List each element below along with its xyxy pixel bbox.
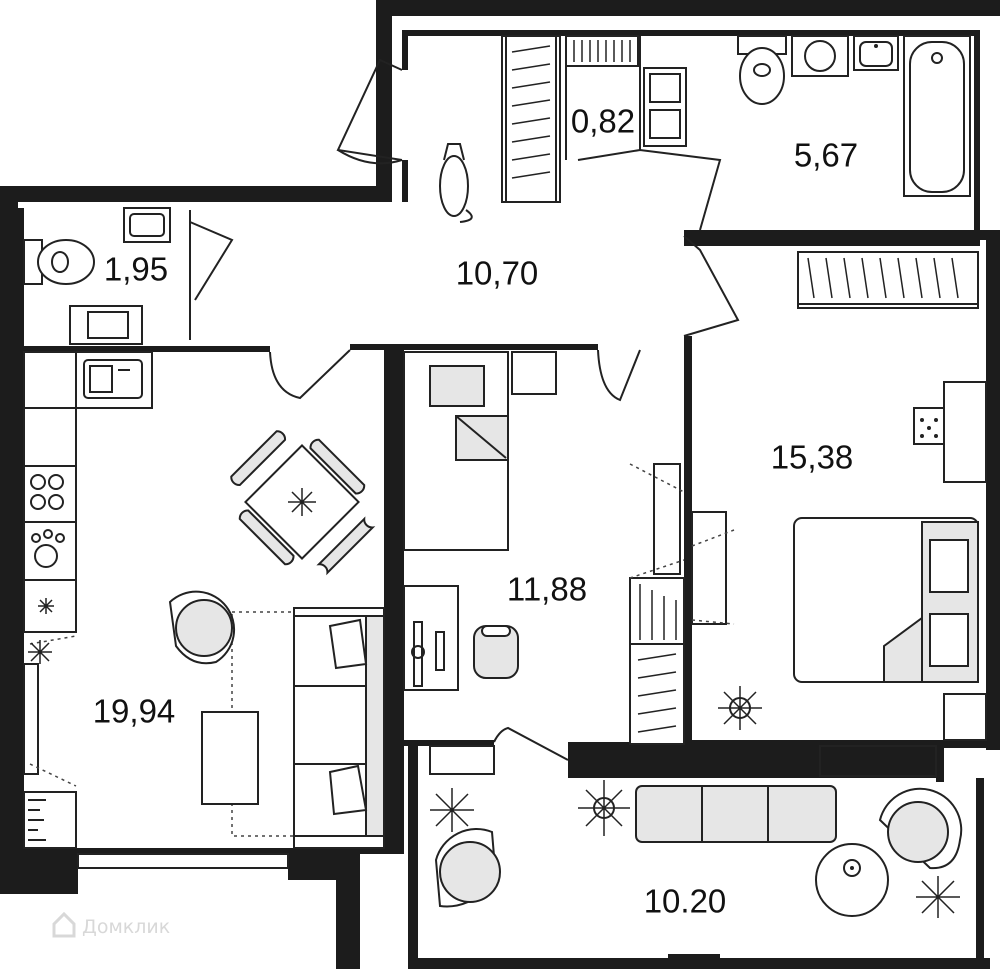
balcony-plant-right-icon — [916, 876, 960, 918]
living-sofa — [231, 607, 385, 849]
hall-wardrobe — [501, 35, 561, 203]
wc-sink-icon — [123, 207, 171, 243]
round-table-icon — [815, 843, 889, 917]
entrance-door[interactable] — [336, 58, 403, 165]
office-chair-icon — [473, 625, 519, 679]
kitchen-window-unit — [23, 635, 77, 787]
area-label-bedroom: 15,38 — [771, 439, 854, 476]
bath-sink-icon — [853, 35, 899, 71]
dining-table-icon — [230, 430, 376, 576]
wc-toilet-icon — [23, 239, 95, 285]
cooktop-icon — [30, 474, 64, 510]
cat-icon — [439, 143, 473, 223]
bedroom-closet-unit — [691, 511, 735, 625]
children-tv-unit — [629, 463, 685, 579]
area-label-bathroom: 5,67 — [794, 137, 858, 174]
balcony-plant-left-icon — [430, 788, 474, 832]
children-wardrobe — [629, 577, 685, 745]
bedroom-nightstand — [913, 381, 987, 741]
children-bed — [403, 351, 509, 551]
wc-cabinet — [69, 305, 143, 345]
children-cabinet — [511, 351, 557, 395]
windows — [77, 745, 937, 869]
area-label-wardrobe: 0,82 — [571, 103, 635, 140]
area-label-kitchen-living: 19,94 — [93, 693, 176, 730]
watermark-text: Домклик — [82, 916, 170, 938]
area-label-balcony: 10.20 — [644, 883, 727, 920]
bathtub-icon — [903, 35, 971, 197]
fridge-icon — [38, 598, 54, 614]
washing-machine-icon — [791, 35, 849, 77]
closet-shelves — [565, 35, 641, 160]
bedroom-plant-icon — [718, 686, 762, 730]
kitchen-plant-icon — [28, 640, 52, 664]
balcony-sofa — [635, 785, 837, 843]
washing-machine-cabinet — [643, 67, 687, 147]
balcony-armchair-icon — [434, 828, 501, 908]
house-logo-icon — [52, 911, 76, 938]
bath-toilet-icon — [737, 35, 787, 105]
coffee-table — [201, 711, 259, 805]
living-armchair-icon — [168, 590, 236, 665]
stove-icon — [31, 529, 65, 568]
area-label-children: 11,88 — [507, 571, 587, 608]
interior-doors — [189, 148, 740, 761]
balcony-armchair-right-icon — [878, 787, 963, 870]
watermark: Домклик — [52, 911, 170, 938]
children-desk — [403, 585, 459, 691]
kitchen-shelf — [23, 791, 77, 849]
double-bed — [793, 517, 979, 683]
kitchen-counter — [23, 351, 153, 633]
bedroom-wardrobe — [797, 251, 979, 309]
area-label-hall: 10,70 — [456, 255, 539, 292]
area-label-wc: 1,95 — [104, 251, 168, 288]
balcony-plant-middle-icon — [578, 780, 630, 836]
